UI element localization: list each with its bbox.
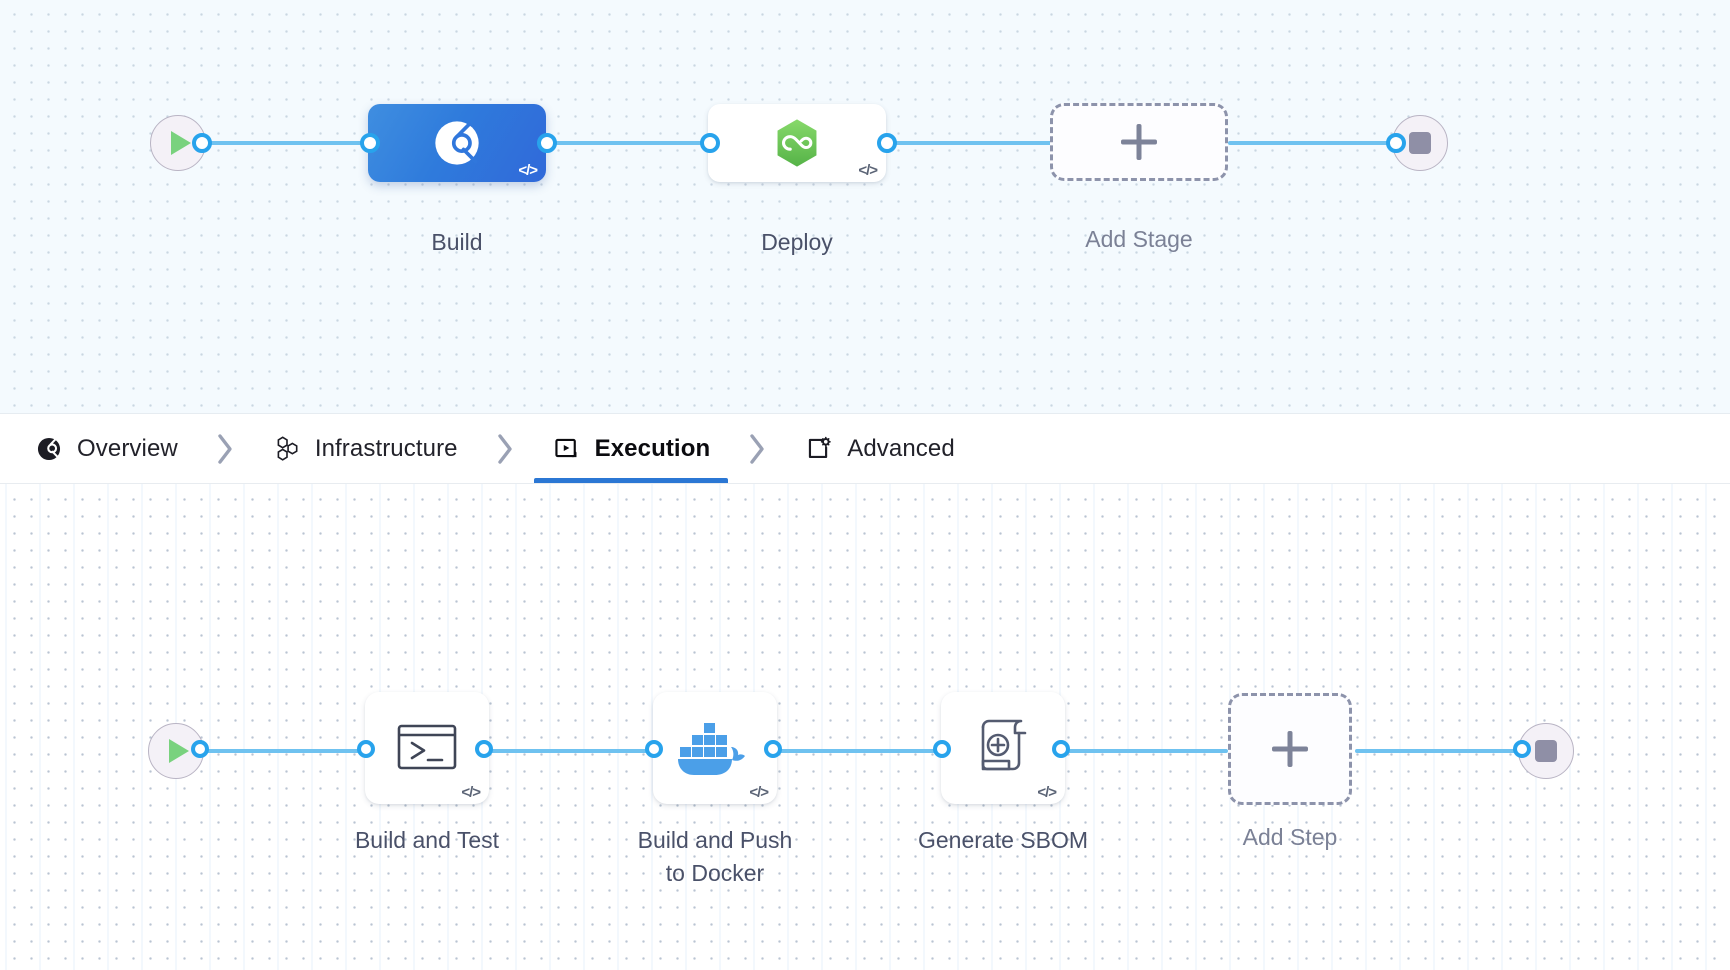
tab-overview-label: Overview	[77, 434, 178, 462]
step-start-output-port[interactable]	[191, 740, 209, 758]
sbom-scroll-plus-icon	[981, 719, 1027, 771]
stage-start-output-port[interactable]	[192, 133, 212, 153]
tab-overview[interactable]: Overview	[24, 414, 188, 483]
stage-end-input-port[interactable]	[1386, 133, 1406, 153]
deploy-code-badge: </>	[858, 162, 878, 179]
step-node-build-and-test[interactable]: </>	[365, 692, 489, 804]
stage-build-input-port[interactable]	[360, 133, 380, 153]
step-sbom-output-port[interactable]	[1052, 740, 1070, 758]
stage-config-tabs[interactable]: Overview Infrastructure	[0, 414, 1730, 484]
edge-build-to-deploy	[545, 141, 715, 145]
hexagon-cluster-icon	[272, 434, 302, 464]
plus-icon	[1272, 731, 1308, 767]
step-node-build-and-push-to-docker-label: Build and Push to Docker	[637, 827, 793, 886]
edge-start-to-build	[200, 141, 376, 145]
tab-infrastructure[interactable]: Infrastructure	[262, 414, 468, 483]
play-icon	[171, 131, 191, 155]
chevron-right-icon	[750, 433, 764, 464]
step-docker-output-port[interactable]	[764, 740, 782, 758]
step-node-build-and-push-to-docker[interactable]: </>	[653, 692, 777, 804]
sbom-code-badge: </>	[1037, 784, 1057, 801]
edge-deploy-to-add	[880, 141, 1060, 145]
stop-icon	[1535, 740, 1557, 762]
tab-separator-2	[468, 414, 542, 483]
plus-icon	[1121, 124, 1157, 160]
step-node-generate-sbom-label: Generate SBOM	[917, 827, 1089, 853]
step-node-build-and-test-label: Build and Test	[354, 827, 500, 853]
play-icon	[169, 739, 189, 763]
add-stage-label: Add Stage	[1085, 226, 1193, 252]
edge-sbom-to-add-step	[1060, 749, 1228, 753]
tab-advanced[interactable]: Advanced	[794, 414, 965, 483]
build-code-badge: </>	[518, 162, 538, 179]
stage-node-deploy[interactable]: </>	[708, 104, 886, 182]
add-stage-button[interactable]	[1050, 103, 1228, 181]
stage-node-build-label: Build	[431, 229, 483, 255]
build-test-code-badge: </>	[461, 784, 481, 801]
chevron-right-icon	[218, 433, 232, 464]
ci-build-icon	[435, 121, 479, 165]
execution-play-box-icon	[552, 434, 582, 464]
cd-deploy-infinity-icon	[777, 119, 817, 167]
step-docker-input-port[interactable]	[645, 740, 663, 758]
tab-infrastructure-label: Infrastructure	[314, 434, 458, 462]
step-sbom-input-port[interactable]	[933, 740, 951, 758]
stage-node-build[interactable]: </>	[368, 104, 546, 182]
step-end-input-port[interactable]	[1513, 740, 1531, 758]
tab-execution-label: Execution	[594, 434, 711, 462]
tab-advanced-label: Advanced	[847, 434, 955, 462]
terminal-icon	[397, 724, 457, 770]
advanced-gear-card-icon	[804, 434, 834, 464]
step-node-generate-sbom[interactable]: </>	[941, 692, 1065, 804]
step-start-node[interactable]	[148, 723, 204, 779]
edge-start-to-build-test	[197, 749, 372, 753]
overview-circle-icon	[34, 434, 64, 464]
docker-code-badge: </>	[749, 784, 769, 801]
add-step-button[interactable]	[1228, 693, 1352, 805]
edge-docker-to-sbom	[772, 749, 952, 753]
edge-add-to-end	[1228, 141, 1403, 145]
stage-build-output-port[interactable]	[537, 133, 557, 153]
stop-icon	[1409, 132, 1431, 154]
tab-execution[interactable]: Execution	[533, 414, 728, 483]
pipeline-stage-canvas[interactable]: </> Build </> Deploy	[0, 0, 1730, 414]
docker-whale-icon	[678, 723, 745, 775]
stage-node-deploy-label: Deploy	[761, 229, 833, 255]
stage-execution-canvas[interactable]: </> Build and Test </>	[0, 484, 1730, 970]
add-step-label: Add Step	[1242, 824, 1338, 850]
edge-build-test-to-docker	[483, 749, 661, 753]
stage-deploy-output-port[interactable]	[877, 133, 897, 153]
chevron-right-icon	[497, 433, 512, 464]
step-build-test-input-port[interactable]	[357, 740, 375, 758]
tab-separator-3	[720, 414, 794, 483]
edge-add-step-to-end	[1355, 749, 1527, 753]
tab-separator-1	[188, 414, 262, 483]
step-build-test-output-port[interactable]	[475, 740, 493, 758]
stage-deploy-input-port[interactable]	[700, 133, 720, 153]
